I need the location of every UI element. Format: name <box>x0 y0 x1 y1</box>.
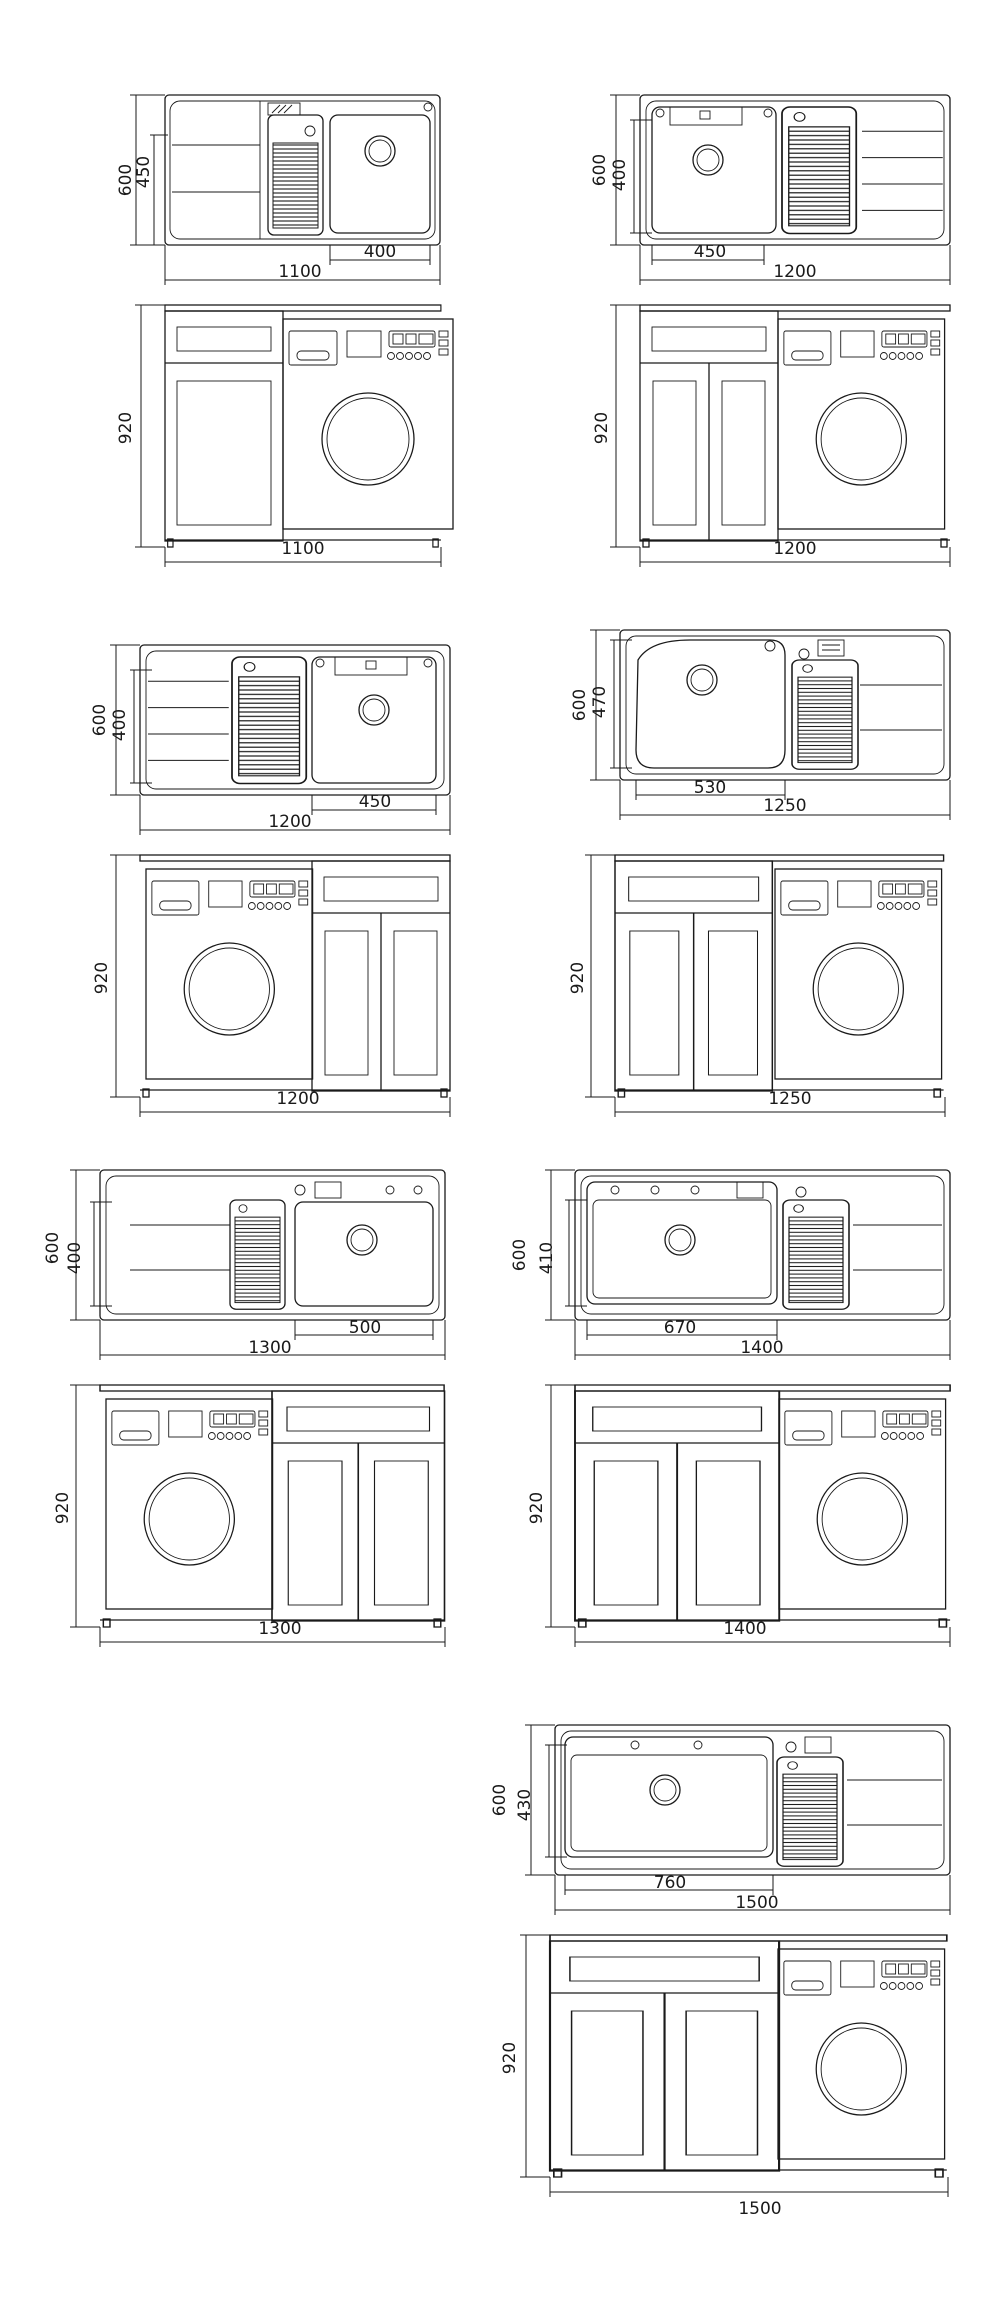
dim-height-1200a: 920 <box>592 412 612 444</box>
unit-1300 <box>70 1169 446 1647</box>
dim-width-top-1200b: 1200 <box>268 812 311 832</box>
dim-sink-depth-1300: 400 <box>65 1242 85 1274</box>
unit-1250 <box>585 629 951 1117</box>
front-view-1250 <box>585 854 946 1117</box>
unit-1200-right-washer <box>610 94 951 567</box>
dim-sink-depth-1400: 410 <box>537 1242 557 1274</box>
dim-height-1400: 920 <box>527 1492 547 1524</box>
dim-depth-1400: 600 <box>510 1239 530 1271</box>
front-view-1500 <box>520 1934 949 2197</box>
dim-sink-depth-1200a: 400 <box>610 159 630 191</box>
dim-depth-1250: 600 <box>570 689 590 721</box>
dim-depth-1200b: 600 <box>90 704 110 736</box>
dim-height-1300: 920 <box>53 1492 73 1524</box>
dim-width-top-1250: 1250 <box>763 796 806 816</box>
front-view-1400 <box>545 1384 951 1647</box>
unit-1200-left-washer <box>110 644 451 1117</box>
dim-depth-1500: 600 <box>490 1784 510 1816</box>
dim-width-top-1300: 1300 <box>248 1338 291 1358</box>
dim-depth-1100: 600 <box>116 164 136 196</box>
top-view-1100 <box>130 94 441 285</box>
dim-width-front-1500: 1500 <box>738 2199 781 2219</box>
front-view-1100 <box>135 304 454 567</box>
dim-depth-1300: 600 <box>43 1232 63 1264</box>
dim-sink-depth-1100: 450 <box>134 156 154 188</box>
dim-sink-width-1200b: 450 <box>359 792 391 812</box>
front-view-1300 <box>70 1384 446 1647</box>
dim-sink-width-1300: 500 <box>349 1318 381 1338</box>
top-view-1200b <box>110 644 451 835</box>
dim-sink-depth-1500: 430 <box>515 1789 535 1821</box>
dim-height-1500: 920 <box>500 2042 520 2074</box>
dim-width-front-1200b: 1200 <box>276 1089 319 1109</box>
dim-height-1200b: 920 <box>92 962 112 994</box>
dim-height-1250: 920 <box>568 962 588 994</box>
unit-1400 <box>545 1169 951 1647</box>
dim-width-top-1500: 1500 <box>735 1893 778 1913</box>
top-view-1500 <box>525 1724 951 1915</box>
top-view-1250 <box>590 629 951 820</box>
dim-sink-width-1100: 400 <box>364 242 396 262</box>
front-view-1200a <box>610 304 951 567</box>
dim-width-front-1250: 1250 <box>768 1089 811 1109</box>
front-view-1200b <box>110 854 451 1117</box>
top-view-1200a <box>610 94 951 285</box>
dim-height-1100: 920 <box>116 412 136 444</box>
dim-width-top-1200a: 1200 <box>773 262 816 282</box>
dim-sink-depth-1200b: 400 <box>110 709 130 741</box>
dim-sink-depth-1250: 470 <box>590 686 610 718</box>
dim-width-front-1100: 1100 <box>281 539 324 559</box>
dim-sink-width-1500: 760 <box>654 1873 686 1893</box>
dim-depth-1200a: 600 <box>590 154 610 186</box>
top-view-1400 <box>545 1169 951 1360</box>
top-view-1300 <box>70 1169 446 1360</box>
unit-1100 <box>130 94 454 567</box>
unit-1500 <box>520 1724 951 2197</box>
dim-width-front-1300: 1300 <box>258 1619 301 1639</box>
dim-width-front-1400: 1400 <box>723 1619 766 1639</box>
dim-width-front-1200a: 1200 <box>773 539 816 559</box>
dim-sink-width-1200a: 450 <box>694 242 726 262</box>
dim-sink-width-1400: 670 <box>664 1318 696 1338</box>
dim-width-top-1100: 1100 <box>278 262 321 282</box>
dim-sink-width-1250: 530 <box>694 778 726 798</box>
dim-width-top-1400: 1400 <box>740 1338 783 1358</box>
